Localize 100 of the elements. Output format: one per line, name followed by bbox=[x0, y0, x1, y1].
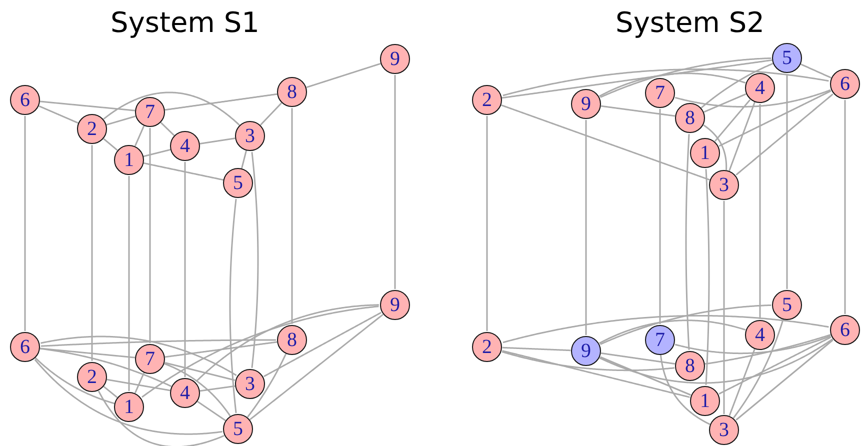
network-edge bbox=[600, 304, 772, 345]
network-edge bbox=[134, 372, 145, 394]
network-edge bbox=[142, 306, 379, 398]
network-node: 9 bbox=[380, 44, 410, 74]
network-edge bbox=[196, 400, 226, 422]
network-edge bbox=[585, 120, 587, 335]
network-edge bbox=[723, 200, 725, 414]
panel-title: System S1 bbox=[110, 6, 260, 39]
network-edge bbox=[134, 125, 145, 147]
network-node: 4 bbox=[745, 73, 775, 103]
network-edge bbox=[34, 357, 115, 404]
network-node: 8 bbox=[277, 325, 307, 355]
network-edge bbox=[200, 385, 236, 392]
network-node: 8 bbox=[675, 351, 705, 381]
network-edge bbox=[728, 348, 756, 416]
network-edge bbox=[149, 128, 151, 343]
network-node: 4 bbox=[170, 378, 200, 408]
network-edge bbox=[714, 99, 751, 142]
network-edge bbox=[600, 356, 692, 396]
network-edge bbox=[600, 105, 676, 117]
network-edge bbox=[728, 102, 756, 172]
network-edge bbox=[800, 64, 832, 78]
network-edge bbox=[659, 109, 661, 324]
network-edge bbox=[704, 93, 746, 113]
network-edge bbox=[200, 138, 236, 144]
network-edge bbox=[736, 94, 834, 176]
network-edge bbox=[674, 89, 831, 108]
network-node: 8 bbox=[277, 77, 307, 107]
network-edge bbox=[502, 68, 829, 96]
network-edge bbox=[38, 105, 78, 124]
network-edge bbox=[502, 346, 571, 352]
network-edge bbox=[260, 102, 282, 126]
network-edge bbox=[40, 348, 136, 358]
network-edge bbox=[598, 72, 746, 97]
network-edge bbox=[103, 386, 118, 398]
network-edge bbox=[674, 335, 831, 354]
network-node: 2 bbox=[77, 114, 107, 144]
network-edge bbox=[229, 198, 237, 414]
network-node: 7 bbox=[645, 78, 675, 108]
network-edge bbox=[759, 104, 761, 319]
network-node: 5 bbox=[223, 414, 253, 444]
network-edge bbox=[40, 348, 172, 388]
network-edge bbox=[160, 122, 175, 136]
network-edge bbox=[502, 350, 690, 398]
network-node: 4 bbox=[745, 320, 775, 350]
network-edge bbox=[500, 104, 710, 181]
network-node: 7 bbox=[135, 344, 165, 374]
network-node: 5 bbox=[223, 168, 253, 198]
network-edge bbox=[502, 314, 829, 344]
network-edge bbox=[486, 116, 488, 331]
network-node: 1 bbox=[690, 386, 720, 416]
network-edge bbox=[502, 59, 772, 99]
network-edge bbox=[246, 354, 287, 418]
network-edge bbox=[660, 354, 710, 426]
network-edge bbox=[91, 145, 93, 361]
network-node: 6 bbox=[10, 332, 40, 362]
network-node: 1 bbox=[690, 138, 720, 168]
network-edge bbox=[700, 62, 774, 108]
network-edge bbox=[718, 336, 832, 395]
network-edge bbox=[98, 390, 224, 446]
network-edge bbox=[291, 108, 293, 324]
network-node: 2 bbox=[472, 85, 502, 115]
network-node: 2 bbox=[472, 332, 502, 362]
network-node: 3 bbox=[709, 170, 739, 200]
network-edge bbox=[736, 339, 834, 421]
network-edge bbox=[786, 74, 788, 289]
network-edge bbox=[24, 116, 26, 331]
network-node: 6 bbox=[10, 85, 40, 115]
network-edge bbox=[143, 148, 171, 158]
network-node: 5 bbox=[772, 290, 802, 320]
network-edge bbox=[40, 339, 276, 347]
network-edge bbox=[718, 90, 832, 147]
network-edge bbox=[106, 378, 170, 392]
network-edge bbox=[241, 150, 247, 169]
network-node: 4 bbox=[170, 131, 200, 161]
network-edge bbox=[34, 359, 222, 435]
network-node: 6 bbox=[830, 315, 860, 345]
network-node: 8 bbox=[675, 103, 705, 133]
network-edge bbox=[306, 62, 381, 88]
network-node: 9 bbox=[571, 89, 601, 119]
network-edge bbox=[40, 336, 237, 376]
network-edge bbox=[164, 362, 231, 417]
network-node: 1 bbox=[114, 145, 144, 175]
network-edge bbox=[598, 320, 746, 344]
network-node: 3 bbox=[709, 415, 739, 445]
network-node: 9 bbox=[571, 336, 601, 366]
network-edge bbox=[600, 352, 676, 365]
network-edge bbox=[502, 351, 675, 372]
network-edge bbox=[103, 138, 118, 151]
panel-title: System S2 bbox=[616, 6, 764, 39]
network-edge bbox=[196, 304, 379, 382]
network-edge bbox=[599, 338, 834, 384]
network-edge bbox=[164, 341, 278, 358]
network-edge bbox=[704, 334, 831, 365]
network-edge bbox=[184, 162, 186, 377]
network-edge bbox=[705, 169, 710, 385]
network-node: 3 bbox=[235, 121, 265, 151]
network-edge bbox=[251, 152, 259, 368]
network-node: 9 bbox=[380, 290, 410, 320]
network-edge bbox=[144, 162, 224, 181]
